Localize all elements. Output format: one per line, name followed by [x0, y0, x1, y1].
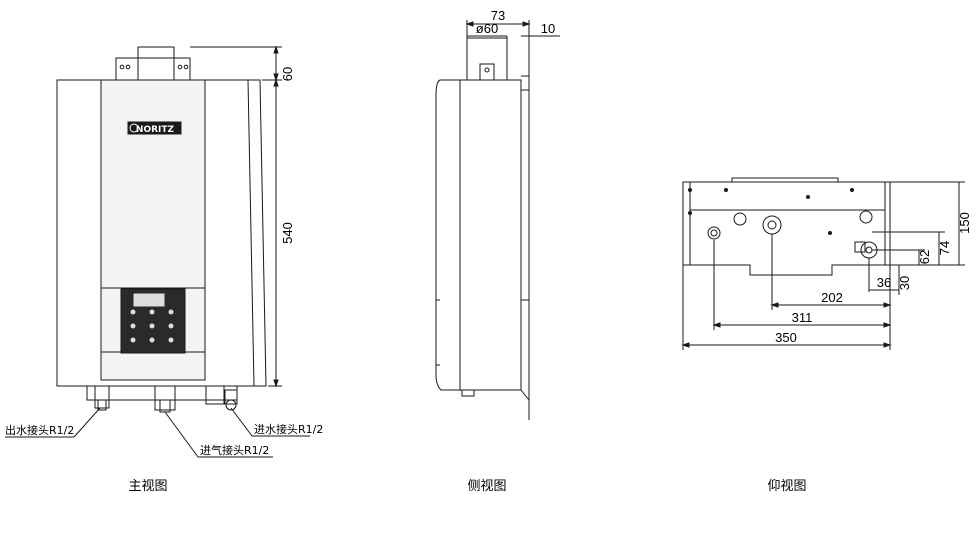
caption-side-view: 侧视图 — [467, 479, 506, 494]
label-inlet: 进水接头R1/2 — [254, 423, 323, 436]
dim-label-60: 60 — [280, 67, 295, 81]
bottom-outlet — [707, 226, 721, 240]
leader-outlet — [73, 407, 101, 438]
side-body — [435, 79, 522, 391]
gas-fitting — [154, 385, 176, 411]
bottom-gas — [762, 215, 782, 235]
dim-label-540: 540 — [280, 222, 295, 244]
front-view — [5, 45, 310, 458]
brand-logo — [127, 121, 182, 135]
display-screen — [133, 293, 165, 307]
dim-label-30: 30 — [897, 276, 912, 290]
dim-label-202: 202 — [821, 290, 843, 305]
dim-label-150: 150 — [957, 212, 972, 234]
caption-bottom-view: 仰视图 — [767, 479, 806, 494]
bottom-view — [681, 177, 965, 350]
dim-label-74: 74 — [937, 241, 952, 255]
dim-label-311: 311 — [792, 310, 813, 325]
inlet-fitting — [205, 385, 225, 405]
flue-pipe — [137, 46, 175, 86]
dim-label-350: 350 — [775, 330, 797, 345]
bottom-outline — [682, 181, 891, 276]
wall-bracket — [521, 75, 530, 420]
side-view — [435, 20, 560, 420]
caption-front-view: 主视图 — [128, 479, 167, 494]
side-flue — [466, 37, 508, 81]
dim-label-10: 10 — [541, 21, 555, 36]
dim-label-60-dia: ø60 — [476, 21, 498, 36]
outlet-fitting — [94, 385, 110, 409]
dim-label-36: 36 — [877, 275, 891, 290]
leader-inlet — [230, 407, 253, 437]
label-gas: 进气接头R1/2 — [200, 443, 269, 457]
dim-label-73: 73 — [491, 8, 505, 23]
leader-gas — [164, 411, 199, 458]
brand-logo-text: NORITZ — [136, 125, 175, 135]
label-outlet: 出水接头R1/2 — [5, 423, 74, 437]
dim-label-62: 62 — [917, 250, 932, 264]
